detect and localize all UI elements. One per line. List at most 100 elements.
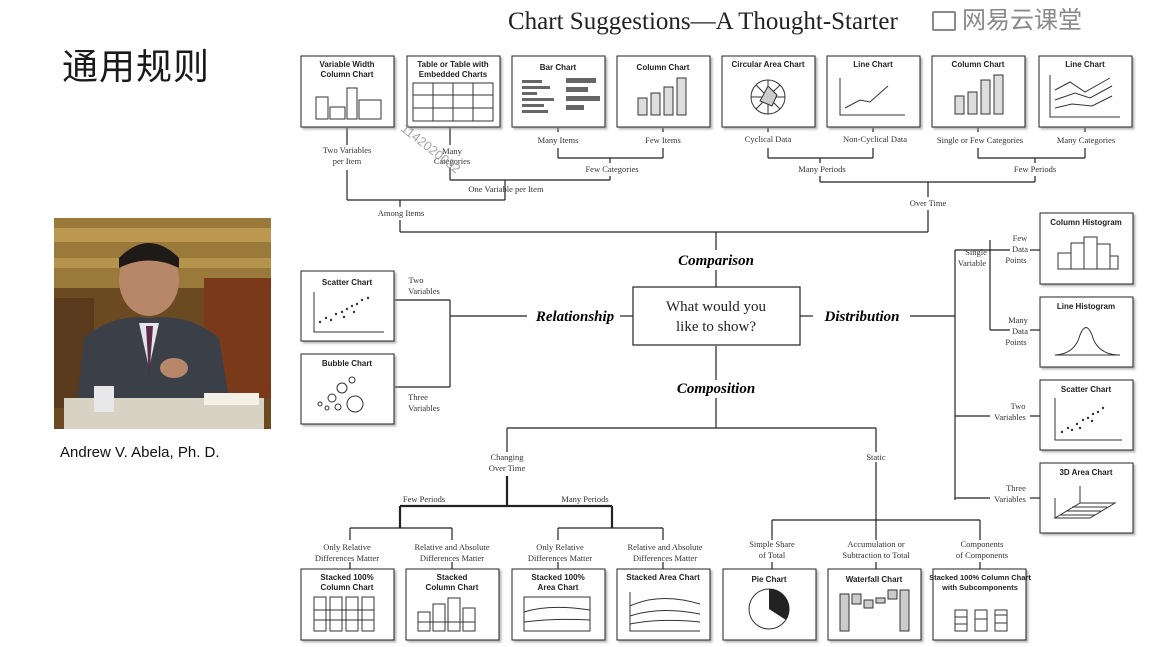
svg-text:Line Chart: Line Chart (1065, 60, 1105, 69)
chart-box-scatter-rel: Scatter Chart (300, 270, 395, 342)
composition-labels: Changing Over Time Static Few Periods Ma… (315, 452, 1008, 563)
branch-composition: Composition (677, 381, 755, 397)
svg-text:Column Chart: Column Chart (426, 583, 479, 592)
author-name: Andrew V. Abela, Ph. D. (60, 444, 220, 461)
chart-box-stacked-100-subcomponents: Stacked 100% Column Chart with Subcompon… (929, 568, 1031, 641)
svg-text:Three: Three (1006, 483, 1026, 493)
diagram-title: Chart Suggestions—A Thought-Starter (508, 8, 898, 35)
svg-text:Waterfall Chart: Waterfall Chart (846, 575, 903, 584)
svg-text:of Components: of Components (956, 550, 1008, 560)
watermark-text: 网易云课堂 (962, 6, 1082, 34)
svg-text:Many Categories: Many Categories (1057, 135, 1115, 145)
distribution-charts: Column Histogram Line Histogram Scatter … (1039, 212, 1134, 534)
svg-text:Cyclical Data: Cyclical Data (745, 134, 792, 144)
svg-text:Single or Few Categories: Single or Few Categories (937, 135, 1023, 145)
svg-text:Variables: Variables (408, 286, 440, 296)
svg-text:Few Categories: Few Categories (585, 164, 638, 174)
svg-text:Differences Matter: Differences Matter (315, 553, 379, 563)
svg-text:Line Chart: Line Chart (853, 60, 893, 69)
svg-text:Non-Cyclical Data: Non-Cyclical Data (843, 134, 907, 144)
chart-box-line-many: Line Chart (1038, 55, 1133, 128)
center-question-line2: like to show? (676, 319, 756, 335)
chart-box-scatter-dist: Scatter Chart (1039, 379, 1134, 451)
chart-box-variable-width-column: Variable Width Column Chart (300, 55, 395, 128)
svg-text:Many: Many (442, 146, 463, 156)
svg-text:per Item: per Item (333, 156, 362, 166)
svg-text:Relative and Absolute: Relative and Absolute (414, 542, 489, 552)
svg-text:Column Chart: Column Chart (321, 583, 374, 592)
svg-text:Points: Points (1005, 337, 1026, 347)
chart-box-column-histogram: Column Histogram (1039, 212, 1134, 285)
svg-text:Accumulation or: Accumulation or (847, 539, 905, 549)
svg-text:Few Periods: Few Periods (1014, 164, 1056, 174)
svg-text:Many Items: Many Items (538, 135, 579, 145)
svg-text:Three: Three (408, 392, 428, 402)
svg-text:Column Chart: Column Chart (321, 70, 374, 79)
chart-box-line: Line Chart (826, 55, 921, 128)
svg-text:Differences Matter: Differences Matter (528, 553, 592, 563)
svg-text:Many: Many (1008, 315, 1029, 325)
svg-text:Few Items: Few Items (645, 135, 681, 145)
svg-text:Variables: Variables (994, 494, 1026, 504)
svg-text:Many Periods: Many Periods (798, 164, 845, 174)
author-photo (54, 218, 271, 429)
svg-text:Subtraction to Total: Subtraction to Total (842, 550, 910, 560)
svg-text:of Total: of Total (759, 550, 786, 560)
svg-text:Embedded Charts: Embedded Charts (419, 70, 488, 79)
svg-text:Stacked Area Chart: Stacked Area Chart (626, 573, 700, 582)
svg-text:Two: Two (409, 275, 424, 285)
chart-box-stacked-100-area: Stacked 100% Area Chart (511, 568, 606, 641)
watermark: 网易云课堂 (932, 0, 1082, 35)
svg-text:Scatter Chart: Scatter Chart (1061, 385, 1112, 394)
chart-box-column-2: Column Chart (931, 55, 1026, 128)
chart-box-bar: Bar Chart (511, 55, 606, 128)
svg-text:Table or Table with: Table or Table with (417, 60, 488, 69)
comparison-labels: Two Variables per Item Many Categories M… (323, 134, 1115, 218)
svg-text:Variables: Variables (408, 403, 440, 413)
svg-text:Pie Chart: Pie Chart (751, 575, 786, 584)
svg-text:Data: Data (1012, 244, 1028, 254)
svg-text:Area Chart: Area Chart (538, 583, 579, 592)
connector-lines (346, 128, 1086, 570)
svg-text:Categories: Categories (434, 156, 470, 166)
svg-text:Differences Matter: Differences Matter (420, 553, 484, 563)
chart-box-3d-area: 3D Area Chart (1039, 462, 1134, 534)
chart-box-stacked-column: Stacked Column Chart (405, 568, 500, 641)
svg-text:Components: Components (961, 539, 1004, 549)
chart-box-line-histogram: Line Histogram (1039, 296, 1134, 368)
svg-text:Circular Area Chart: Circular Area Chart (731, 60, 804, 69)
svg-text:Only Relative: Only Relative (323, 542, 371, 552)
svg-text:Line Histogram: Line Histogram (1057, 302, 1115, 311)
svg-text:Two Variables: Two Variables (323, 145, 372, 155)
svg-text:Points: Points (1005, 255, 1026, 265)
branch-distribution: Distribution (823, 309, 899, 325)
svg-text:Bar Chart: Bar Chart (540, 63, 577, 72)
chart-box-pie: Pie Chart (722, 568, 817, 641)
svg-text:Variable Width: Variable Width (319, 60, 374, 69)
svg-text:Only Relative: Only Relative (536, 542, 584, 552)
chart-box-stacked-area: Stacked Area Chart (616, 568, 711, 641)
svg-text:Over Time: Over Time (489, 463, 526, 473)
svg-text:Single: Single (965, 247, 987, 257)
svg-text:Stacked 100%: Stacked 100% (320, 573, 373, 582)
chart-box-circular-area: Circular Area Chart (721, 55, 816, 128)
chat-bubble-icon (932, 11, 956, 31)
svg-text:with Subcomponents: with Subcomponents (941, 583, 1018, 592)
svg-text:Few: Few (1013, 233, 1029, 243)
chart-box-column: Column Chart (616, 55, 711, 128)
svg-text:Stacked: Stacked (437, 573, 468, 582)
chart-box-bubble: Bubble Chart (300, 353, 395, 425)
svg-text:Static: Static (866, 452, 886, 462)
svg-text:Variables: Variables (994, 412, 1026, 422)
branch-relationship: Relationship (535, 309, 615, 325)
svg-text:3D Area Chart: 3D Area Chart (1059, 468, 1112, 477)
center-question-line1: What would you (666, 299, 766, 315)
svg-text:Differences Matter: Differences Matter (633, 553, 697, 563)
slide-title: 通用规则 (62, 47, 211, 88)
svg-text:Column Histogram: Column Histogram (1050, 218, 1122, 227)
svg-text:Changing: Changing (490, 452, 524, 462)
svg-text:Variable: Variable (958, 258, 987, 268)
distribution-labels: Single Variable Few Data Points Many Dat… (958, 233, 1029, 504)
svg-text:Column Chart: Column Chart (952, 60, 1005, 69)
